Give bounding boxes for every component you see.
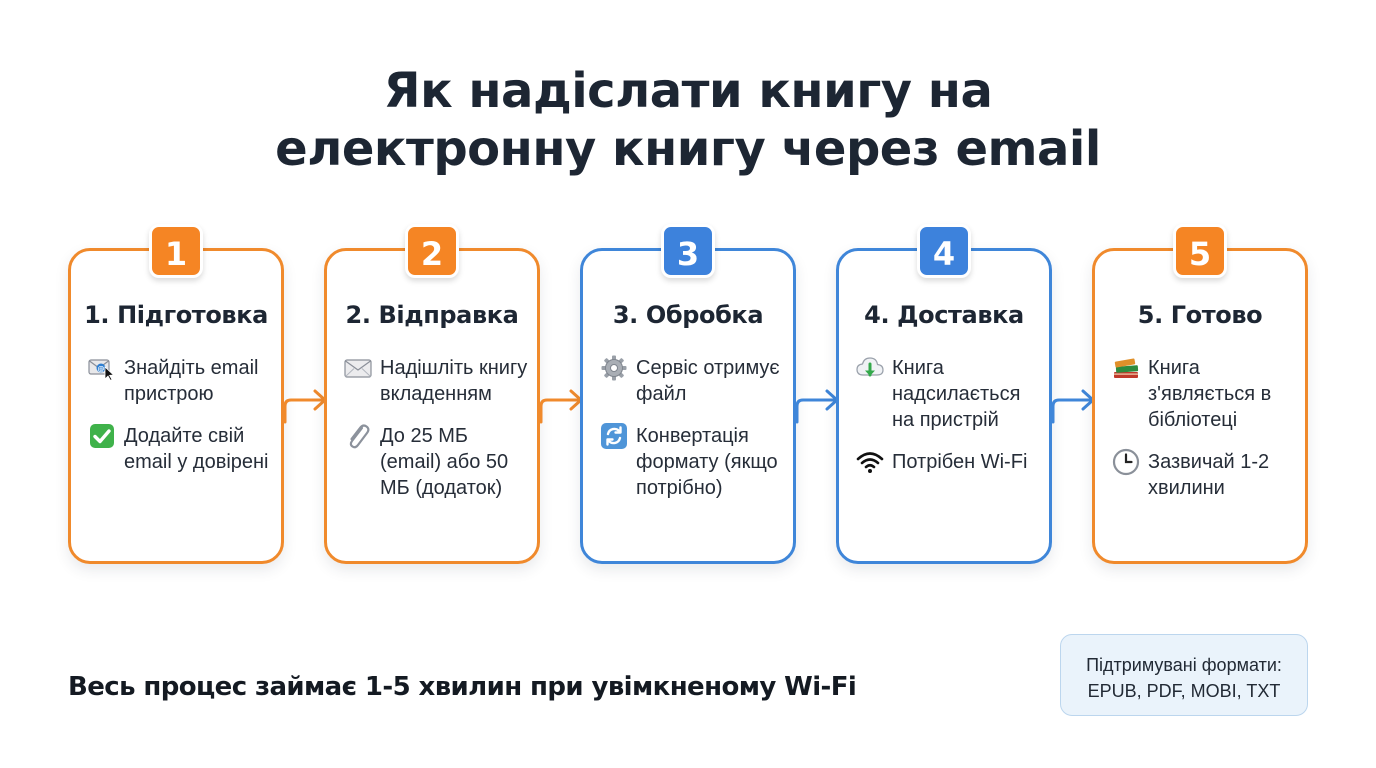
- step-card-3: 3 3. Обробка: [580, 224, 796, 564]
- books-icon: [1111, 355, 1141, 381]
- step-title-4: 4. Доставка: [864, 301, 1024, 329]
- step-card-4: 4 4. Доставка Книга надсилається на прис…: [836, 224, 1052, 564]
- step-item: @ Знайдіть email пристрою: [87, 355, 273, 407]
- step-title-5: 5. Готово: [1137, 301, 1263, 329]
- step-badge-5: 5: [1173, 224, 1227, 278]
- step-card-1: 1 1. Підготовка @ Знайдіть email пристро…: [68, 224, 284, 564]
- svg-text:@: @: [98, 365, 105, 373]
- step-item: Додайте свій email у довірені: [87, 423, 273, 475]
- step-item-text: До 25 МБ (email) або 50 МБ (додаток): [380, 425, 509, 499]
- cloud-download-icon: [855, 355, 885, 381]
- flow-arrow-icon: [283, 389, 327, 424]
- email-cursor-icon: @: [87, 355, 117, 381]
- step-item-text: Книга з'являється в бібліотеці: [1148, 357, 1272, 431]
- step-item-text: Потрібен Wi-Fi: [892, 451, 1028, 473]
- supported-formats-label: Підтримувані формати:: [1086, 655, 1282, 675]
- title-line-2: електронну книгу через email: [275, 121, 1101, 177]
- gear-icon: [599, 355, 629, 381]
- step-item: Книга надсилається на пристрій: [855, 355, 1041, 433]
- clock-icon: [1111, 448, 1141, 476]
- step-item: Надішліть книгу вкладенням: [343, 355, 529, 407]
- step-item-text: Книга надсилається на пристрій: [892, 357, 1021, 431]
- wifi-icon: [855, 449, 885, 475]
- flow-arrow-icon: [539, 389, 583, 424]
- title-line-1: Як надіслати книгу на: [383, 63, 993, 119]
- step-item-text: Зазвичай 1-2 хвилини: [1148, 451, 1270, 499]
- step-item: Потрібен Wi-Fi: [855, 449, 1041, 475]
- step-item: До 25 МБ (email) або 50 МБ (додаток): [343, 423, 529, 501]
- step-badge-3: 3: [661, 224, 715, 278]
- envelope-icon: [343, 355, 373, 381]
- step-card-5: 5 5. Готово Книга з'являється в бібліоте…: [1092, 224, 1308, 564]
- step-item: Книга з'являється в бібліотеці: [1111, 355, 1297, 433]
- step-item: Конвертація формату (якщо потрібно): [599, 423, 785, 501]
- step-item-text: Сервіс отримує файл: [636, 357, 780, 405]
- step-badge-2: 2: [405, 224, 459, 278]
- step-badge-1: 1: [149, 224, 203, 278]
- step-card-2: 2 2. Відправка Надішліть книгу вкладення…: [324, 224, 540, 564]
- step-item: Зазвичай 1-2 хвилини: [1111, 448, 1297, 501]
- step-item-text: Конвертація формату (якщо потрібно): [636, 425, 778, 499]
- step-badge-4: 4: [917, 224, 971, 278]
- footer-note: Весь процес займає 1-5 хвилин при увімкн…: [68, 672, 857, 702]
- flow-arrow-icon: [795, 389, 839, 424]
- step-item-text: Знайдіть email пристрою: [124, 357, 259, 405]
- supported-formats-box: Підтримувані формати: EPUB, PDF, MOBI, T…: [1060, 634, 1308, 716]
- supported-formats-list: EPUB, PDF, MOBI, TXT: [1087, 681, 1281, 701]
- refresh-icon: [599, 423, 629, 449]
- step-title-1: 1. Підготовка: [84, 301, 268, 329]
- step-item-text: Додайте свій email у довірені: [124, 425, 269, 473]
- step-item-text: Надішліть книгу вкладенням: [380, 357, 528, 405]
- step-item: Сервіс отримує файл: [599, 355, 785, 407]
- paperclip-icon: [343, 423, 373, 449]
- flow-arrow-icon: [1051, 389, 1095, 424]
- check-mark-icon: [87, 423, 117, 449]
- step-title-3: 3. Обробка: [612, 301, 764, 329]
- page-title: Як надіслати книгу на електронну книгу ч…: [0, 62, 1376, 178]
- step-title-2: 2. Відправка: [345, 301, 519, 329]
